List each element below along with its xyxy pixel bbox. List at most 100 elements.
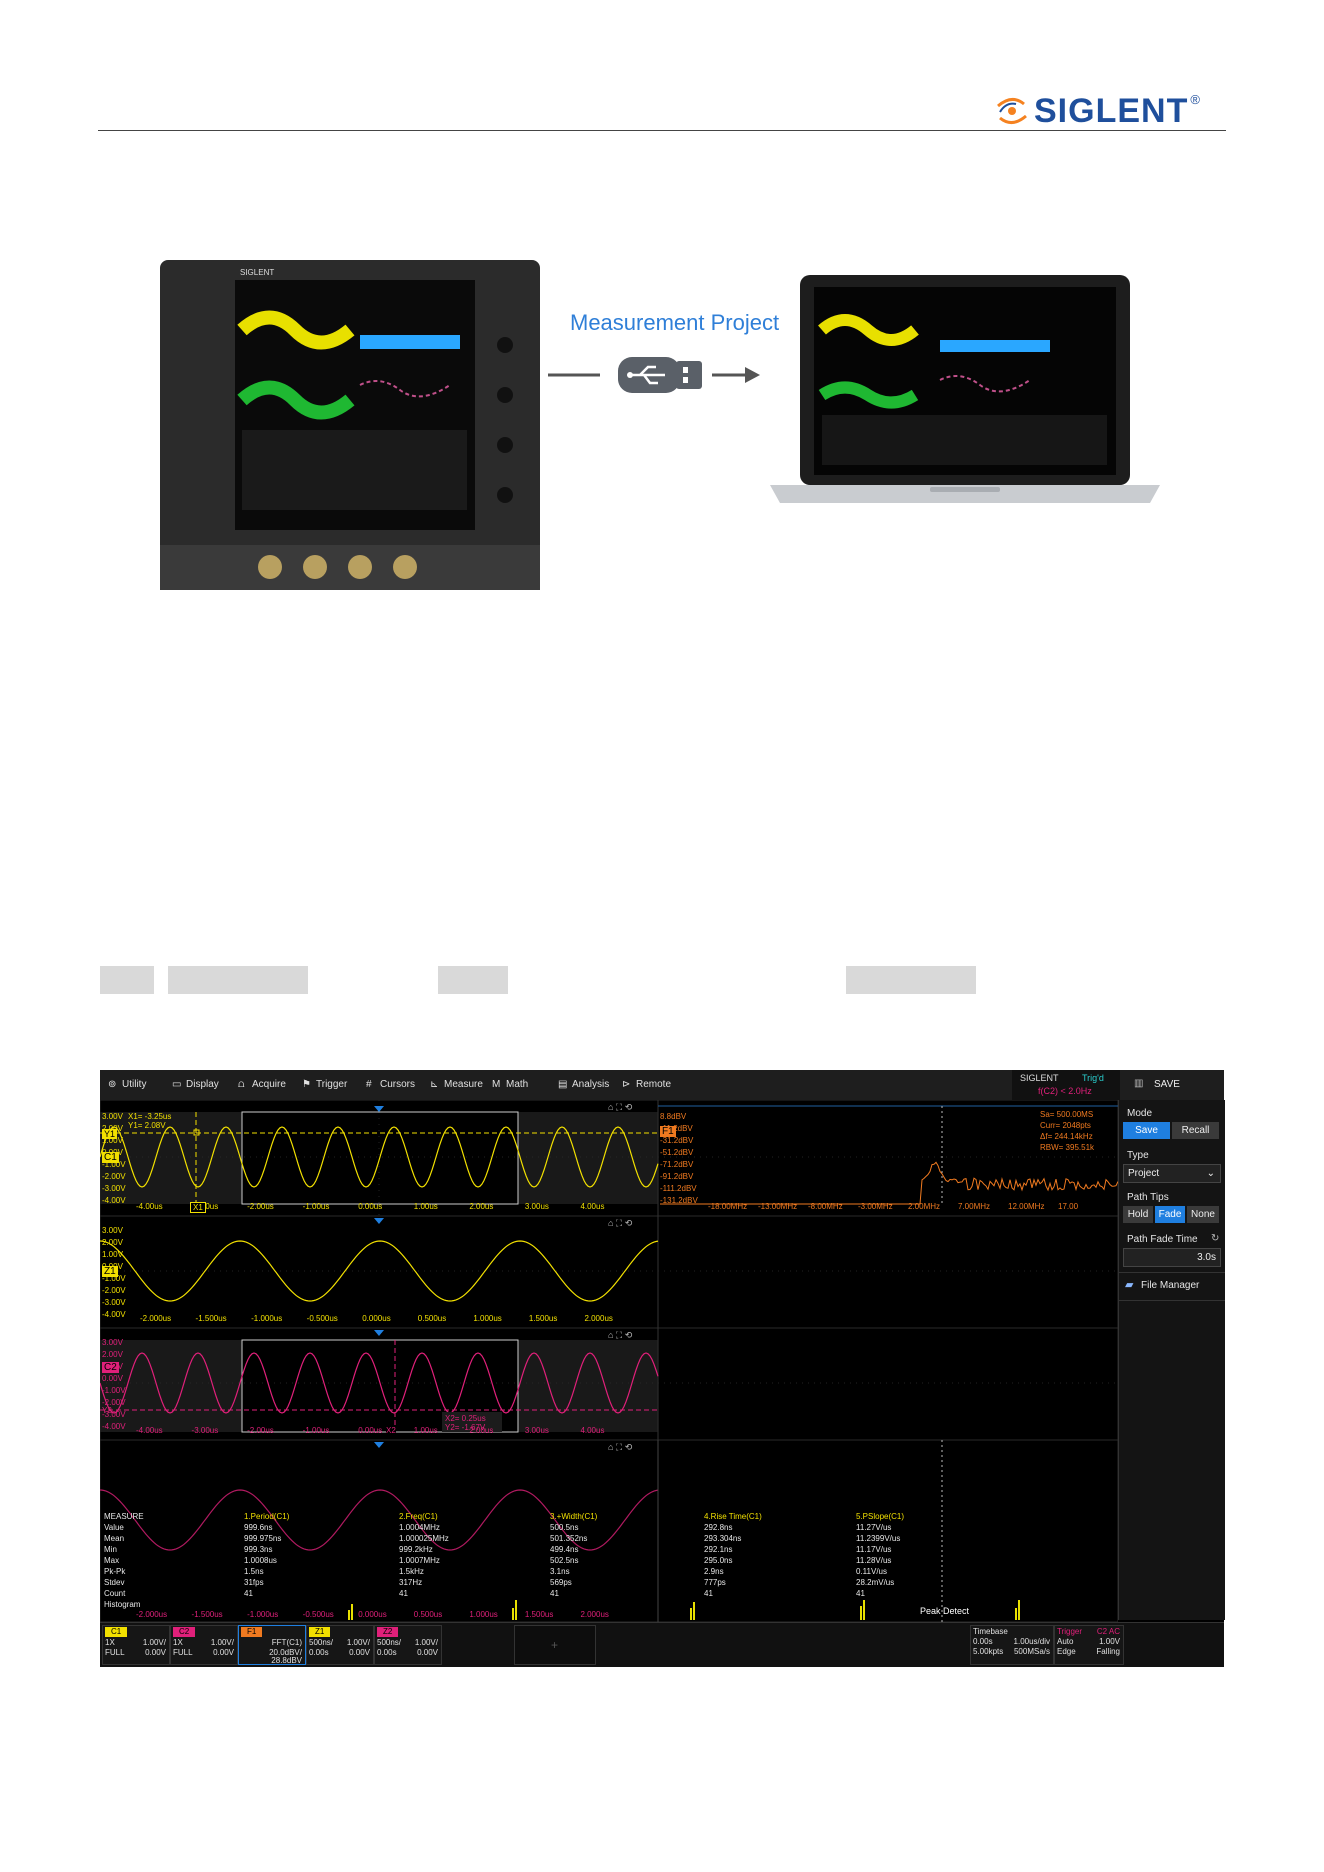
trigger-source: C2 AC (1097, 1627, 1120, 1636)
menu-display[interactable]: Display (186, 1079, 219, 1090)
measure-cell: 317Hz (399, 1578, 422, 1587)
channel-value: 0.00V (145, 1648, 166, 1657)
fft-points: Curr= 2048pts (1040, 1121, 1091, 1130)
channel-box-c1[interactable]: C11X1.00V/FULL0.00V (102, 1625, 170, 1665)
x-tick-label: 1.000us (473, 1314, 501, 1323)
product-illustration: SIGLENT Measurement Project (150, 255, 1200, 595)
channel-box-z2[interactable]: Z2500ns/1.00V/0.00s0.00V (374, 1625, 442, 1665)
measure-cell: 1.0004MHz (399, 1523, 440, 1532)
x-tick-label: 2.000us (584, 1314, 612, 1323)
timebase-delay: 0.00s (973, 1637, 993, 1646)
y-tick-label: 1.00V (102, 1250, 123, 1259)
fft-rbw: RBW= 395.51k (1040, 1143, 1094, 1152)
measure-column-header[interactable]: 2.Freq(C1) (399, 1512, 438, 1521)
hold-button[interactable]: Hold (1123, 1206, 1153, 1223)
measure-cell: 295.0ns (704, 1556, 732, 1565)
highlight-block (100, 966, 154, 994)
y-tick-label: -71.2dBV (660, 1160, 693, 1169)
measure-cell: 0.11V/us (856, 1567, 887, 1576)
x1-marker[interactable]: X1 (190, 1202, 206, 1213)
z1-marker[interactable]: Z1 (102, 1266, 118, 1277)
trigger-box[interactable]: Trigger C2 AC Auto 1.00V Edge Falling (1054, 1625, 1124, 1665)
x-tick-label: 0.00us (358, 1426, 382, 1435)
measure-column-header[interactable]: 3.+Width(C1) (550, 1512, 597, 1521)
y1-marker[interactable]: Y1 (102, 1129, 117, 1139)
measure-column-header[interactable]: 1.Period(C1) (244, 1512, 289, 1521)
measure-row: Pk-Pk1.5ns1.5kHz3.1ns2.9ns0.11V/us (104, 1567, 1114, 1578)
measure-cell: 777ps (704, 1578, 726, 1587)
channel-box-f1[interactable]: F1FFT(C1)20.0dBV/28.8dBV (238, 1625, 306, 1665)
measure-cell: 999.2kHz (399, 1545, 433, 1554)
x-tick-label: -8.00MHz (808, 1202, 843, 1211)
menu-cursors[interactable]: Cursors (380, 1079, 415, 1090)
pane2-x-axis: -2.000us-1.500us-1.000us-0.500us0.000us0… (140, 1314, 660, 1324)
x-tick-label: -18.00MHz (708, 1202, 747, 1211)
menu-analysis[interactable]: Analysis (572, 1079, 609, 1090)
cursors-icon: # (366, 1079, 372, 1090)
acquire-icon: ⩍ (238, 1079, 245, 1090)
file-manager-button[interactable]: File Manager (1141, 1280, 1199, 1291)
screenshot-icon[interactable]: ⌂ ⛶ ⟲ (608, 1218, 632, 1229)
recall-mode-button[interactable]: Recall (1172, 1122, 1219, 1139)
utility-icon: ⊚ (108, 1079, 116, 1090)
trigger-slope: Falling (1096, 1647, 1120, 1656)
y-tick-label: -91.2dBV (660, 1172, 693, 1181)
add-channel-slot[interactable]: + (514, 1625, 596, 1665)
fade-time-value: 3.0s (1197, 1252, 1216, 1263)
peak-detect-label: Peak Detect (920, 1606, 969, 1616)
screenshot-icon[interactable]: ⌂ ⛶ ⟲ (608, 1102, 632, 1113)
x-tick-label: -13.00MHz (758, 1202, 797, 1211)
trigger-type: Edge (1057, 1647, 1076, 1656)
ch2-marker[interactable]: C2 (102, 1362, 119, 1373)
x-tick-label: 0.00us (358, 1202, 382, 1211)
fade-time-input[interactable]: 3.0s (1123, 1248, 1221, 1267)
y2-marker[interactable]: Y2 (102, 1406, 112, 1415)
measure-cell: Pk-Pk (104, 1567, 125, 1576)
menu-utility[interactable]: Utility (122, 1079, 146, 1090)
measure-cell: 293.304ns (704, 1534, 741, 1543)
folder-icon: ▰ (1125, 1278, 1133, 1291)
screenshot-icon[interactable]: ⌂ ⛶ ⟲ (608, 1330, 632, 1341)
measure-cell: 28.2mV/us (856, 1578, 894, 1587)
ch1-marker[interactable]: C1 (102, 1152, 119, 1163)
measure-row: Mean999.975ns1.000025MHz501.352ns293.304… (104, 1534, 1114, 1545)
measure-column-header[interactable]: 4.Rise Time(C1) (704, 1512, 762, 1521)
y-tick-label: -4.00V (102, 1196, 126, 1205)
brand-name: SIGLENT (1034, 92, 1188, 130)
measure-column-header[interactable]: 5.PSlope(C1) (856, 1512, 904, 1521)
save-mode-button[interactable]: Save (1123, 1122, 1170, 1139)
channel-box-z1[interactable]: Z1500ns/1.00V/0.00s0.00V (306, 1625, 374, 1665)
panel-divider (1119, 1272, 1225, 1273)
menu-remote[interactable]: Remote (636, 1079, 671, 1090)
x-tick-label: 3.00us (525, 1426, 549, 1435)
menu-trigger[interactable]: Trigger (316, 1079, 347, 1090)
fade-button[interactable]: Fade (1155, 1206, 1185, 1223)
timebase-box[interactable]: Timebase 0.00s 1.00us/div 5.00kpts 500MS… (970, 1625, 1054, 1665)
channel-box-c2[interactable]: C21X1.00V/FULL0.00V (170, 1625, 238, 1665)
menu-acquire[interactable]: Acquire (252, 1079, 286, 1090)
measure-row: Max1.0008us1.0007MHz502.5ns295.0ns11.28V… (104, 1556, 1114, 1567)
measure-row: Count4141414141 (104, 1589, 1114, 1600)
menu-measure[interactable]: Measure (444, 1079, 483, 1090)
channel-value: 1.00V/ (347, 1638, 370, 1647)
display-icon: ▭ (172, 1079, 181, 1090)
none-button[interactable]: None (1187, 1206, 1219, 1223)
x2-marker[interactable]: X2 (386, 1426, 396, 1435)
trigger-icon: ⚑ (302, 1079, 311, 1090)
path-tips-label: Path Tips (1127, 1192, 1169, 1203)
measure-row: Value999.6ns1.0004MHz500.5ns292.8ns11.27… (104, 1523, 1114, 1534)
menu-math[interactable]: Math (506, 1079, 528, 1090)
x-tick-label: -1.000us (247, 1610, 278, 1619)
screenshot-icon[interactable]: ⌂ ⛶ ⟲ (608, 1442, 632, 1453)
type-select[interactable]: Project ⌄ (1123, 1164, 1221, 1183)
measure-cell: Stdev (104, 1578, 124, 1587)
f1-marker[interactable]: F1 (660, 1126, 676, 1137)
x-tick-label: 0.000us (362, 1314, 390, 1323)
analysis-icon: ▤ (558, 1079, 567, 1090)
measure-cell: 1.5ns (244, 1567, 264, 1576)
y-tick-label: 3.00V (102, 1112, 123, 1121)
x-tick-label: -2.000us (136, 1610, 167, 1619)
measure-cell: 41 (399, 1589, 408, 1598)
measure-cell: 2.9ns (704, 1567, 724, 1576)
measure-cell: 500.5ns (550, 1523, 578, 1532)
